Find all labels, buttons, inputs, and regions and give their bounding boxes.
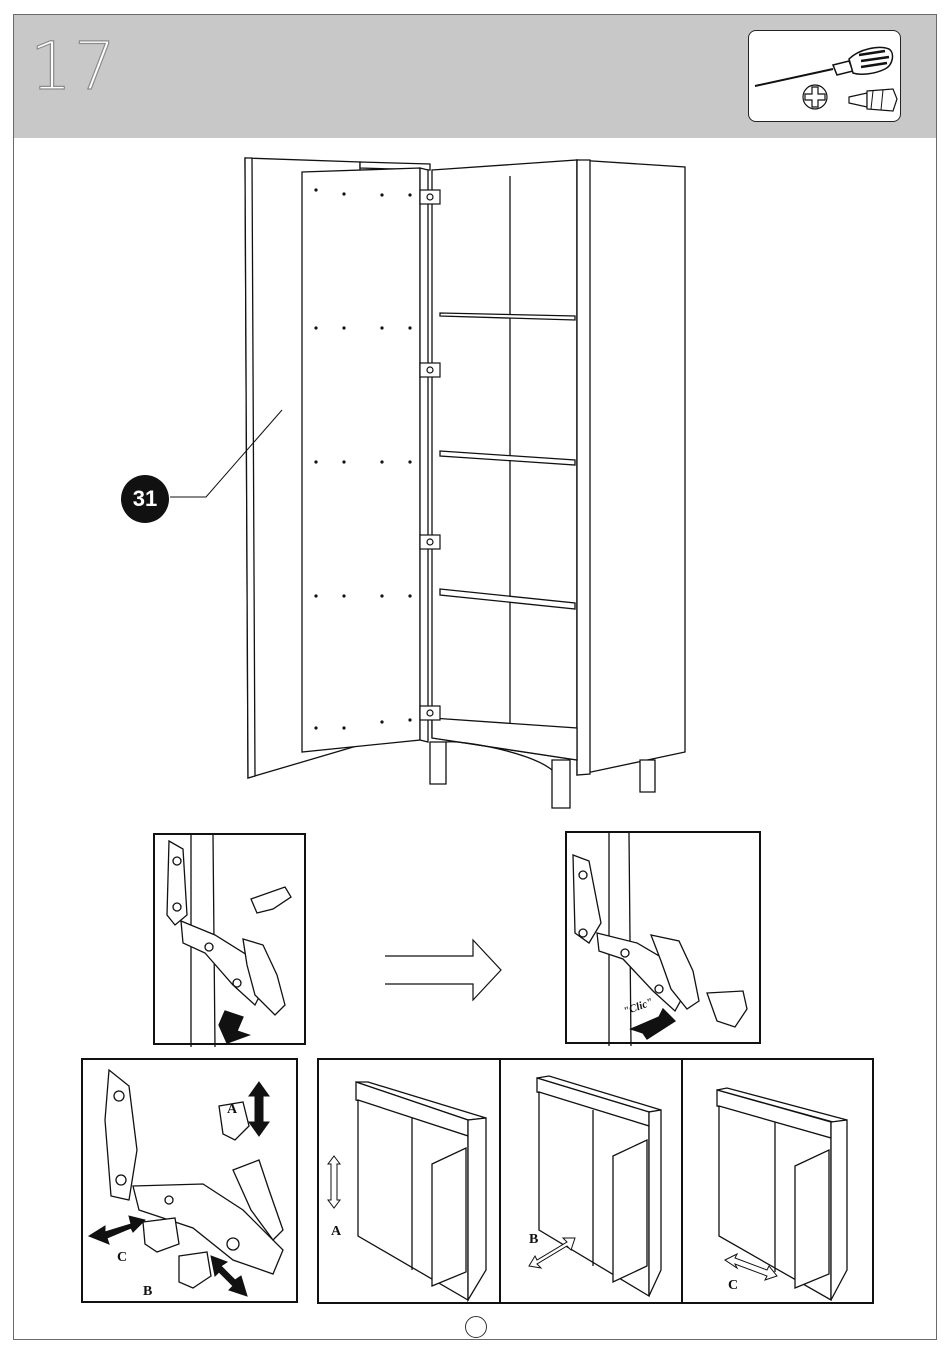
cabinet-illustration bbox=[0, 0, 950, 820]
label-a: A bbox=[227, 1102, 237, 1118]
adjustment-c-drawing bbox=[683, 1060, 863, 1300]
hinge-detail-after: "Clic" bbox=[565, 831, 761, 1044]
label-c-panel: C bbox=[728, 1278, 738, 1294]
hinge-after-drawing bbox=[567, 833, 763, 1046]
hinge-detail-before bbox=[153, 833, 306, 1045]
label-b: B bbox=[143, 1284, 152, 1300]
hinge-adjustment-detail: A C B bbox=[81, 1058, 298, 1303]
label-a-panel: A bbox=[331, 1224, 341, 1240]
label-b-panel: B bbox=[529, 1232, 538, 1248]
hinge-before-drawing bbox=[155, 835, 308, 1047]
adjustment-b-drawing bbox=[501, 1060, 681, 1300]
transition-arrow-icon bbox=[383, 938, 513, 1008]
label-c: C bbox=[117, 1250, 127, 1266]
adjustment-a-drawing bbox=[318, 1060, 498, 1300]
part-number-badge: 31 bbox=[121, 475, 169, 523]
page-number-circle bbox=[465, 1316, 487, 1338]
hinge-adjustment-drawing bbox=[83, 1060, 300, 1305]
